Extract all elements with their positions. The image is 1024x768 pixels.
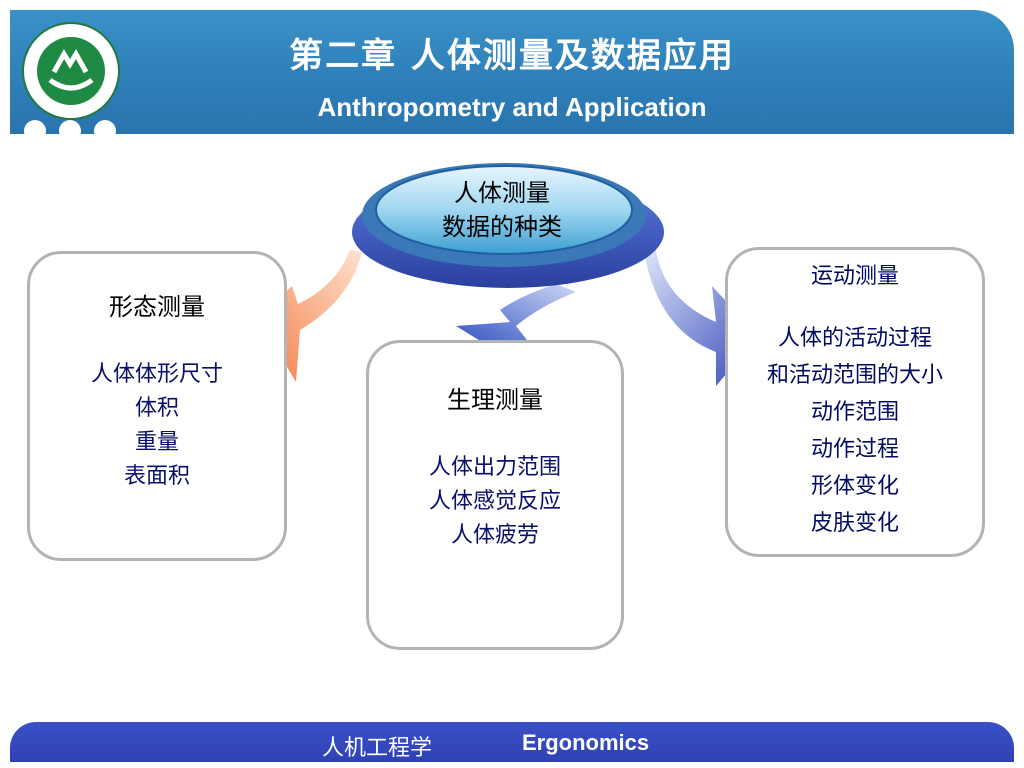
header-dots <box>24 120 129 146</box>
motion-item: 动作范围 <box>810 400 899 425</box>
dot-1 <box>24 120 46 142</box>
center-node-label: 人体测量 数据的种类 <box>412 176 592 244</box>
logo-emblem-icon <box>37 37 105 105</box>
footer-course-en: Ergonomics <box>522 730 650 755</box>
header-bar: 第二章 人体测量及数据应用 Anthropometry and Applicat… <box>10 10 1014 142</box>
dot-2 <box>59 120 81 142</box>
page-title: 第二章 人体测量及数据应用 <box>289 36 735 76</box>
physiology-item: 人体出力范围 <box>428 455 561 480</box>
physiology-item: 人体感觉反应 <box>428 489 561 514</box>
physiology-item: 人体疲劳 <box>450 523 539 548</box>
motion-item: 动作过程 <box>810 437 899 462</box>
motion-box: 运动测量 人体的活动过程 和活动范围的大小 动作范围 动作过程 形体变化 皮肤变… <box>725 247 985 557</box>
motion-item: 皮肤变化 <box>810 511 899 536</box>
morphology-box: 形态测量 人体体形尺寸 体积 重量 表面积 <box>27 251 287 561</box>
page-subtitle: Anthropometry and Application <box>317 92 707 122</box>
center-label-line-2: 数据的种类 <box>442 213 562 241</box>
center-disc-face <box>375 165 633 255</box>
morphology-item: 体积 <box>134 396 179 421</box>
dot-3 <box>94 120 116 142</box>
center-label-line-1: 人体测量 <box>454 179 550 207</box>
physiology-heading: 生理测量 <box>447 386 543 414</box>
morphology-item: 人体体形尺寸 <box>90 362 223 387</box>
motion-item: 和活动范围的大小 <box>766 363 943 388</box>
motion-item: 人体的活动过程 <box>777 326 932 351</box>
footer-course-cn: 人机工程学 <box>322 736 433 761</box>
arrow-to-physiology <box>456 284 576 346</box>
morphology-item: 表面积 <box>123 464 190 489</box>
morphology-heading: 形态测量 <box>109 293 205 321</box>
physiology-box: 生理测量 人体出力范围 人体感觉反应 人体疲劳 <box>366 340 624 650</box>
motion-item: 形体变化 <box>810 474 899 499</box>
motion-heading: 运动测量 <box>810 264 899 289</box>
university-logo <box>22 22 120 120</box>
morphology-item: 重量 <box>134 430 179 455</box>
footer-bar: 人机工程学 Ergonomics <box>10 722 1014 762</box>
